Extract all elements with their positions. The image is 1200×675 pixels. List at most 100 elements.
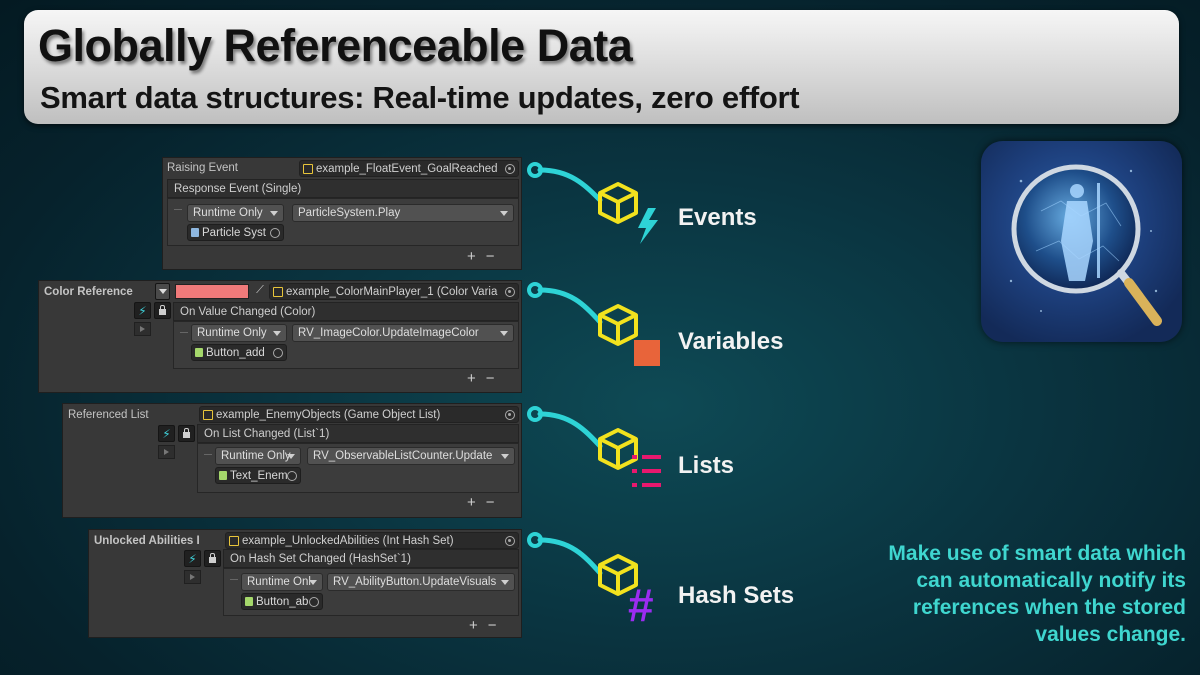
hash-badge-icon: # <box>628 579 654 631</box>
function-dropdown[interactable]: RV_ImageColor.UpdateImageColor <box>292 324 514 342</box>
lists-inspector-panel: Referenced List example_EnemyObjects (Ga… <box>62 403 522 518</box>
play-expand-button[interactable] <box>158 445 175 459</box>
function-dropdown-value: ParticleSystem.Play <box>298 207 401 219</box>
remove-button[interactable]: − <box>487 617 497 634</box>
event-toggle-button[interactable]: ⚡ <box>184 550 201 567</box>
object-picker-icon[interactable] <box>309 597 319 607</box>
object-picker-icon[interactable] <box>505 410 515 420</box>
list-object-field[interactable]: example_EnemyObjects (Game Object List) <box>199 406 519 423</box>
lock-icon <box>209 553 216 563</box>
raising-event-label: Raising Event <box>167 162 238 174</box>
magnifier-statue-icon <box>1009 164 1162 326</box>
runtime-dropdown-value: Runtime Only <box>221 450 291 462</box>
target-object-value: Particle Syst <box>202 226 266 239</box>
event-toggle-button[interactable]: ⚡ <box>158 425 175 442</box>
lock-button[interactable] <box>178 425 195 442</box>
object-picker-icon[interactable] <box>270 228 280 238</box>
lock-icon <box>183 428 190 438</box>
eyedropper-icon[interactable]: ⟋ <box>256 284 264 296</box>
event-toggle-button[interactable]: ⚡ <box>134 302 151 319</box>
lock-button[interactable] <box>154 302 171 319</box>
drag-handle[interactable] <box>230 579 238 580</box>
runtime-dropdown[interactable]: Runtime Only <box>191 324 287 342</box>
feature-label-hashsets: Hash Sets <box>678 582 795 609</box>
drag-handle[interactable] <box>180 332 188 333</box>
add-button[interactable]: + <box>467 370 476 387</box>
particle-system-icon <box>191 228 199 237</box>
color-swatch[interactable] <box>175 284 249 299</box>
on-hashset-changed-label: On Hash Set Changed (HashSet`1) <box>230 552 411 565</box>
remove-button[interactable]: − <box>485 248 495 265</box>
function-dropdown-value: RV_ObservableListCounter.Update <box>313 450 493 462</box>
events-inspector-panel: Raising Event example_FloatEvent_GoalRea… <box>162 157 522 270</box>
lightning-icon: ⚡ <box>138 303 147 318</box>
events-connector <box>537 167 603 203</box>
function-dropdown[interactable]: ParticleSystem.Play <box>292 204 514 222</box>
page-subtitle: Smart data structures: Real-time updates… <box>40 80 800 115</box>
object-picker-icon[interactable] <box>505 164 515 174</box>
events-cube-icon <box>598 182 638 224</box>
variables-connector-dot <box>527 282 543 298</box>
referenced-list-label: Referenced List <box>68 409 149 421</box>
add-button[interactable]: + <box>467 494 476 511</box>
color-variable-object-value: example_ColorMainPlayer_1 (Color Varia <box>286 285 498 298</box>
list-object-value: example_EnemyObjects (Game Object List) <box>216 408 441 421</box>
raising-event-object-field[interactable]: example_FloatEvent_GoalReached <box>299 160 519 177</box>
runtime-dropdown[interactable]: Runtime Only <box>215 447 301 465</box>
lists-connector <box>537 411 603 449</box>
target-object-field[interactable]: Button_add <box>191 344 287 361</box>
list-add-remove: + − <box>467 494 495 511</box>
scriptable-object-icon <box>273 286 283 297</box>
list-add-remove: + − <box>467 370 495 387</box>
remove-button[interactable]: − <box>485 370 495 387</box>
variables-inspector-panel: Color Reference ⟋ example_ColorMainPlaye… <box>38 280 522 393</box>
object-picker-icon[interactable] <box>287 471 297 481</box>
page-title: Globally Referenceable Data <box>38 20 633 71</box>
scriptable-object-icon <box>303 163 313 174</box>
runtime-dropdown-value: Runtime Only <box>197 327 267 339</box>
function-dropdown-value: RV_ImageColor.UpdateImageColor <box>298 327 479 339</box>
target-object-field[interactable]: Particle Syst <box>187 224 284 241</box>
function-dropdown[interactable]: RV_AbilityButton.UpdateVisuals <box>327 573 515 591</box>
events-connector-dot <box>527 162 543 178</box>
add-button[interactable]: + <box>469 617 478 634</box>
color-variable-object-field[interactable]: example_ColorMainPlayer_1 (Color Varia <box>269 283 519 300</box>
object-picker-icon[interactable] <box>505 287 515 297</box>
hashsets-connector-dot <box>527 532 543 548</box>
scriptable-object-icon <box>229 535 239 546</box>
drag-handle[interactable] <box>174 209 182 210</box>
list-add-remove: + − <box>467 248 495 265</box>
response-event-header: Response Event (Single) <box>167 179 519 198</box>
runtime-dropdown[interactable]: Runtime Onl <box>241 573 323 591</box>
lightning-icon: ⚡ <box>162 426 171 441</box>
object-picker-icon[interactable] <box>273 348 283 358</box>
remove-button[interactable]: − <box>485 494 495 511</box>
list-badge-icon <box>632 455 661 487</box>
object-picker-icon[interactable] <box>505 536 515 546</box>
target-object-field[interactable]: Text_Enem <box>215 467 301 484</box>
add-button[interactable]: + <box>467 248 476 265</box>
runtime-dropdown[interactable]: Runtime Only <box>187 204 284 222</box>
on-list-changed-header: On List Changed (List`1) <box>197 424 519 443</box>
feature-label-variables: Variables <box>678 328 784 355</box>
function-dropdown[interactable]: RV_ObservableListCounter.Update <box>307 447 515 465</box>
play-expand-button[interactable] <box>134 322 151 336</box>
hashset-object-field[interactable]: example_UnlockedAbilities (Int Hash Set) <box>225 532 519 549</box>
on-hashset-changed-header: On Hash Set Changed (HashSet`1) <box>223 549 519 568</box>
description-note: Make use of smart data which can automat… <box>888 542 1186 646</box>
reference-mode-dropdown[interactable] <box>155 283 170 300</box>
target-object-field[interactable]: Button_ab <box>241 593 323 610</box>
feature-label-events: Events <box>678 204 757 231</box>
list-add-remove: + − <box>469 617 497 634</box>
lock-button[interactable] <box>204 550 221 567</box>
drag-handle[interactable] <box>204 454 212 455</box>
raising-event-object-value: example_FloatEvent_GoalReached <box>316 162 498 175</box>
on-value-changed-header: On Value Changed (Color) <box>173 302 519 321</box>
app-logo <box>981 141 1182 342</box>
lists-cube-icon <box>598 428 638 470</box>
hashset-object-value: example_UnlockedAbilities (Int Hash Set) <box>242 534 454 547</box>
play-expand-button[interactable] <box>184 570 201 584</box>
feature-label-lists: Lists <box>678 452 735 479</box>
lightning-icon: ⚡ <box>188 551 197 566</box>
